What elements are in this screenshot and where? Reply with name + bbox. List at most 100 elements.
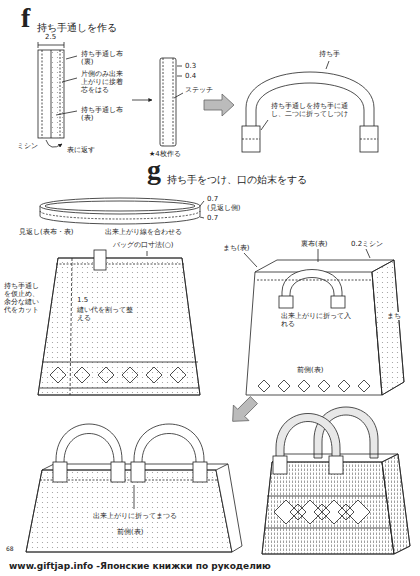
facing-band: [45, 201, 195, 211]
illustration: [26, 42, 410, 554]
bag-with-lining-figure: [372, 260, 404, 395]
block-arrow: [204, 94, 234, 116]
part-label: 持ち手通し布(裏): [80, 50, 130, 66]
bag-body-figure: [40, 388, 199, 389]
tab-strip-figure: [38, 42, 77, 147]
tab-tube-figure: [160, 58, 183, 146]
tab-tube-figure: [160, 58, 176, 146]
bag-with-lining-figure: [258, 380, 270, 392]
finished-bag-figure: [338, 504, 354, 520]
block-arrow: [225, 392, 262, 429]
bag-with-lining-figure: [279, 296, 293, 308]
instruction-note: 持ち手通しを仮止め、余分な縫い代をカット: [3, 282, 45, 314]
bag-with-lining-figure: [318, 380, 330, 392]
facing-band: [200, 217, 204, 218]
bag-body-figure: [38, 258, 200, 395]
handle-figure: [242, 126, 260, 152]
part-label: 見返し(表布・表): [18, 228, 74, 236]
bag-body-figure: [42, 362, 198, 363]
tab-strip-figure: [38, 45, 64, 46]
part-label: 持ち手: [318, 50, 341, 58]
part-label: 前側(表): [296, 366, 324, 374]
handle-figure: [360, 139, 378, 140]
bag-finishing-figure: [111, 462, 125, 482]
tab-strip-figure: [66, 56, 77, 59]
finished-bag-figure: [290, 504, 306, 520]
handle-figure: [261, 120, 268, 130]
bag-body-figure: [94, 250, 106, 270]
instruction-note: 0.2ミシン: [350, 240, 384, 248]
bag-with-lining-figure: [244, 253, 257, 267]
dimension: 0.4: [184, 72, 197, 80]
tab-tube-figure: [177, 66, 182, 67]
instruction-note: 出来上がりに折ってまつる: [92, 512, 178, 520]
bag-body-figure: [98, 367, 114, 383]
bag-finishing-figure: [193, 462, 207, 482]
finished-bag-figure: [262, 462, 394, 554]
bag-with-lining-figure: [372, 260, 404, 395]
tab-strip-figure: [42, 50, 43, 138]
bag-body-figure: [56, 264, 184, 265]
dimension: 0.7: [206, 214, 219, 222]
handle-figure: [242, 61, 378, 152]
tab-tube-figure: [177, 76, 182, 77]
tab-strip-figure: [51, 50, 52, 138]
instruction-note: ミシン: [16, 142, 39, 150]
bag-with-lining-figure: [246, 272, 382, 395]
bag-body-figure: [122, 367, 138, 383]
part-label: まち(表): [222, 244, 250, 252]
finished-bag-figure: [382, 454, 410, 554]
facing-band: [40, 198, 204, 256]
dimension: 0.7: [206, 195, 219, 203]
instruction-note: 縫い代を割って整える: [76, 306, 136, 322]
finished-bag-figure: [265, 528, 390, 529]
dimension: 1.5: [76, 296, 89, 304]
section-letter: f: [20, 4, 31, 32]
bag-with-lining-figure: [318, 249, 319, 262]
tab-strip-figure: [60, 50, 61, 138]
dimension: 0.3: [184, 62, 197, 70]
part-label: まち: [386, 312, 402, 320]
finished-bag-figure: [267, 496, 387, 497]
bag-finishing-figure: [216, 464, 242, 552]
bag-body-figure: [170, 367, 186, 383]
bag-with-lining-figure: [331, 296, 345, 308]
finished-bag-figure: [346, 500, 370, 524]
step-heading: 持ち手通しを作る: [36, 22, 118, 34]
instruction-note: 出来上がりに折って入れる: [280, 312, 356, 328]
tab-strip-figure: [56, 111, 77, 115]
handle-figure: [326, 61, 329, 69]
tab-tube-figure: [173, 58, 174, 146]
bag-body-figure: [38, 258, 200, 395]
tab-strip-figure: [51, 50, 64, 138]
bag-with-lining-figure: [366, 249, 370, 258]
tab-strip-figure: [64, 42, 65, 48]
bag-with-lining-figure: [298, 380, 310, 392]
bag-with-lining-figure: [244, 249, 404, 395]
bag-body-figure: [70, 258, 72, 395]
step-arrow: [132, 100, 152, 101]
finished-bag-figure: [273, 456, 287, 474]
watermark: www.giftjap.info -Японские книжки по рук…: [8, 561, 272, 571]
facing-band: [40, 198, 200, 214]
block-arrow: [225, 392, 262, 429]
part-label: 裏布(表): [300, 240, 328, 248]
finished-bag-figure: [382, 454, 410, 554]
handle-figure: [242, 139, 260, 140]
bag-body-figure: [74, 367, 90, 383]
section-letter: g: [146, 156, 162, 184]
part-label: (見返し側): [206, 204, 241, 212]
bag-finishing-figure: [53, 462, 67, 482]
instruction-note: ステッチ: [184, 86, 214, 94]
bag-finishing-figure: [131, 462, 145, 482]
tab-strip-figure: [62, 78, 77, 82]
bag-body-figure: [146, 367, 162, 383]
handle-figure: [360, 126, 378, 152]
bag-with-lining-figure: [358, 380, 370, 392]
facing-band: [147, 251, 148, 256]
tab-strip-figure: [46, 140, 62, 147]
finished-bag-figure: [314, 407, 378, 458]
finished-bag-figure: [262, 462, 394, 554]
step-heading: 持ち手をつけ、口の始末をする: [166, 174, 308, 186]
